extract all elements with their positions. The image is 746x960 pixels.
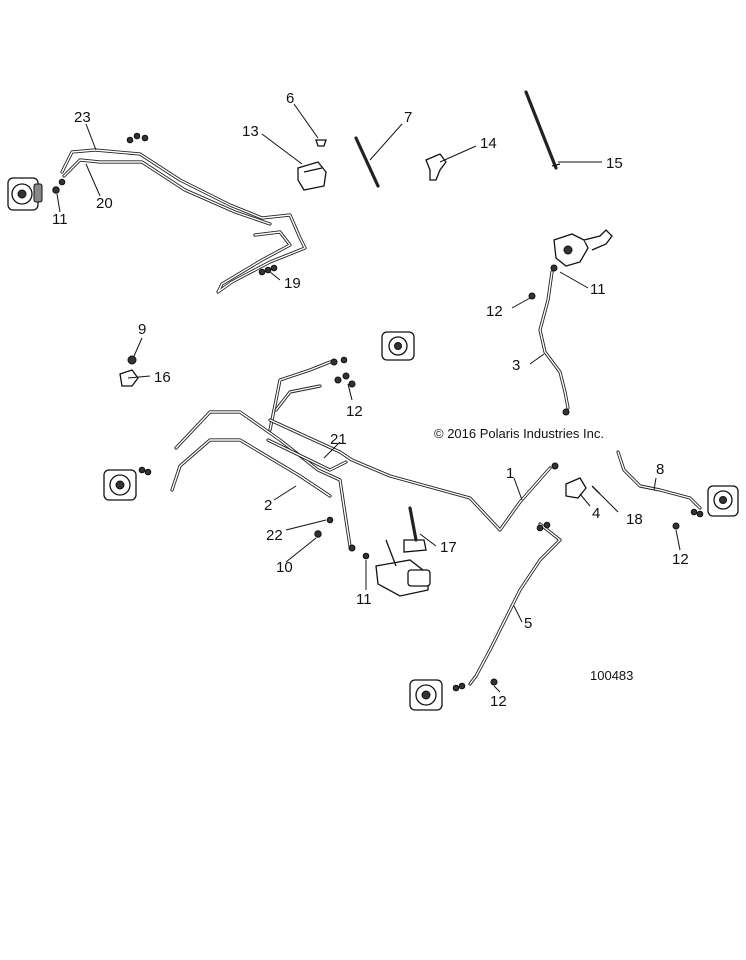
callout-3: 3 [512,357,520,374]
brake-line-5 [468,521,562,686]
fittings-center [138,356,559,560]
brake-line-1 [266,418,552,532]
callout-13: 13 [242,123,259,140]
master-cylinder-lower [375,506,431,597]
callout-14: 14 [480,135,497,152]
brake-hose-3 [528,264,570,416]
fittings-upper-left [52,132,278,276]
rod-part-15 [524,90,561,170]
callout-20: 20 [96,195,113,212]
callout-labels: 23 20 11 6 13 7 14 15 19 11 12 3 9 16 12… [52,90,689,710]
leader-lines [56,103,681,693]
callout-8: 8 [656,461,664,478]
bolt-part-18 [591,485,601,495]
callout-1: 1 [506,465,514,482]
callout-11-upper-left: 11 [52,211,68,228]
switch-part-14 [425,153,447,181]
callout-4: 4 [592,505,600,522]
brake-caliper-front-left [103,469,137,501]
callout-21: 21 [330,431,347,448]
junction-block-4 [565,477,587,499]
callout-17: 17 [440,539,457,556]
callout-10: 10 [276,559,293,576]
callout-6: 6 [286,90,294,107]
copyright-text: © 2016 Polaris Industries Inc. [434,426,604,441]
callout-11-lower: 11 [356,591,372,608]
callout-7: 7 [404,109,412,126]
brake-line-2 [170,360,352,548]
callout-11-upper-right: 11 [590,281,606,298]
callout-2: 2 [264,497,272,514]
rear-brake-line-upper [60,148,307,294]
callout-19: 19 [284,275,301,292]
brake-line-8 [616,450,702,510]
callout-12-upper-right: 12 [486,303,503,320]
callout-5: 5 [524,615,532,632]
bolt-part-6 [315,139,327,147]
callout-9: 9 [138,321,146,338]
brake-caliper-rear-left [7,177,43,211]
callout-12-right: 12 [672,551,689,568]
clip-part-16 [119,355,139,387]
figure-id: 100483 [590,668,633,683]
callout-12-center: 12 [346,403,363,420]
callout-16: 16 [154,369,171,386]
rod-part-7 [354,136,380,188]
brake-caliper-front-center [381,331,415,361]
brake-caliper-front-right [672,485,739,530]
callout-23: 23 [74,109,91,126]
bracket-part-13 [297,161,327,191]
callout-12-lower: 12 [490,693,507,710]
callout-15: 15 [606,155,623,172]
brake-caliper-rear-lower [409,678,498,711]
callout-18: 18 [626,511,643,528]
master-cylinder-upper [553,229,613,267]
callout-22: 22 [266,527,283,544]
